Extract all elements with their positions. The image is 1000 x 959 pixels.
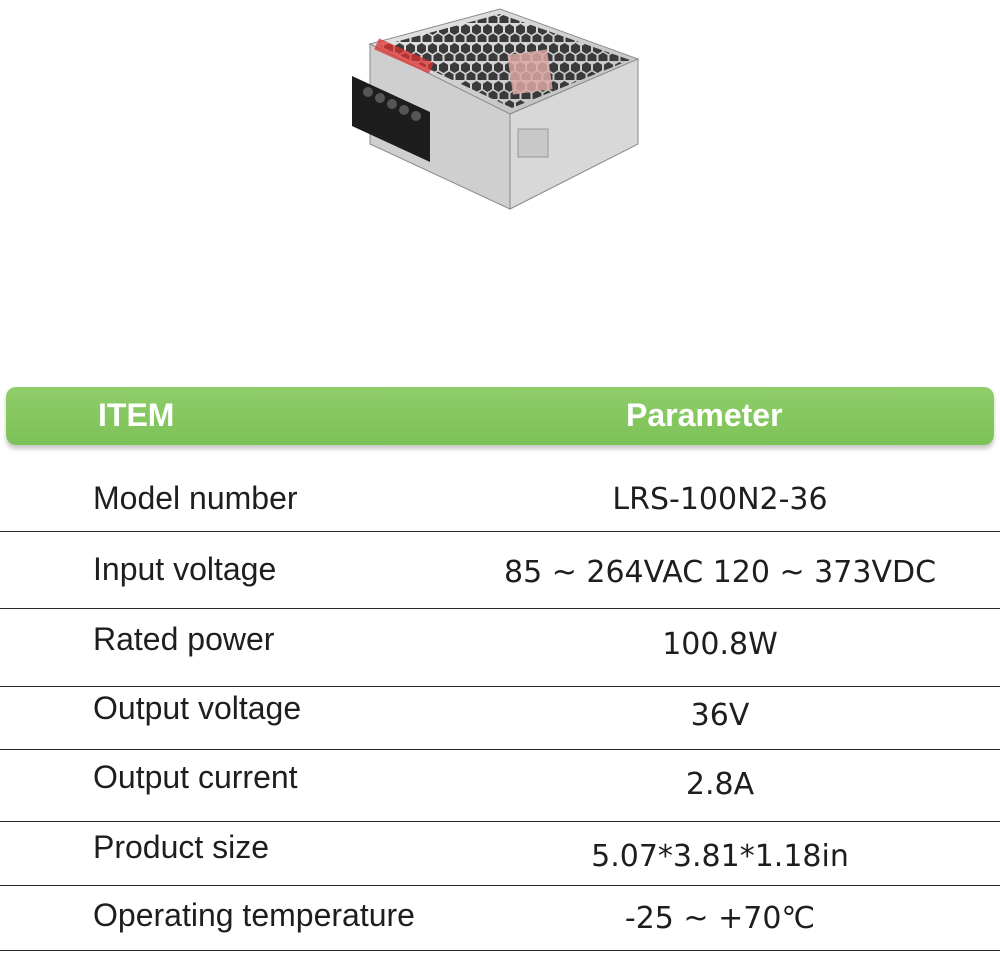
row-label: Product size [93, 829, 270, 865]
divider [0, 608, 1000, 609]
power-supply-image [350, 4, 650, 214]
spec-table: ITEM Parameter Model number LRS-100N2-36… [0, 385, 1000, 959]
row-label: Operating temperature [93, 897, 415, 933]
divider [0, 531, 1000, 532]
row-value: 100.8W [662, 627, 778, 662]
divider [0, 950, 1000, 951]
row-label: Rated power [93, 621, 275, 657]
divider [0, 749, 1000, 750]
header-parameter: Parameter [626, 397, 783, 433]
row-label: Input voltage [93, 551, 277, 587]
row-value: 2.8A [685, 767, 755, 802]
header-item: ITEM [98, 397, 175, 433]
table-header: ITEM Parameter [6, 387, 994, 445]
divider [0, 821, 1000, 822]
divider [0, 885, 1000, 886]
row-value: LRS-100N2-36 [612, 482, 828, 517]
row-label: Model number [93, 480, 298, 516]
row-value: 36V [690, 698, 750, 733]
row-value: 85 ~ 264VAC 120 ~ 373VDC [503, 555, 937, 590]
row-label: Output voltage [93, 690, 302, 726]
row-label: Output current [93, 759, 298, 795]
row-value: 5.07*3.81*1.18in [591, 839, 849, 874]
row-value: -25 ~ +70℃ [624, 901, 816, 936]
divider [0, 686, 1000, 687]
